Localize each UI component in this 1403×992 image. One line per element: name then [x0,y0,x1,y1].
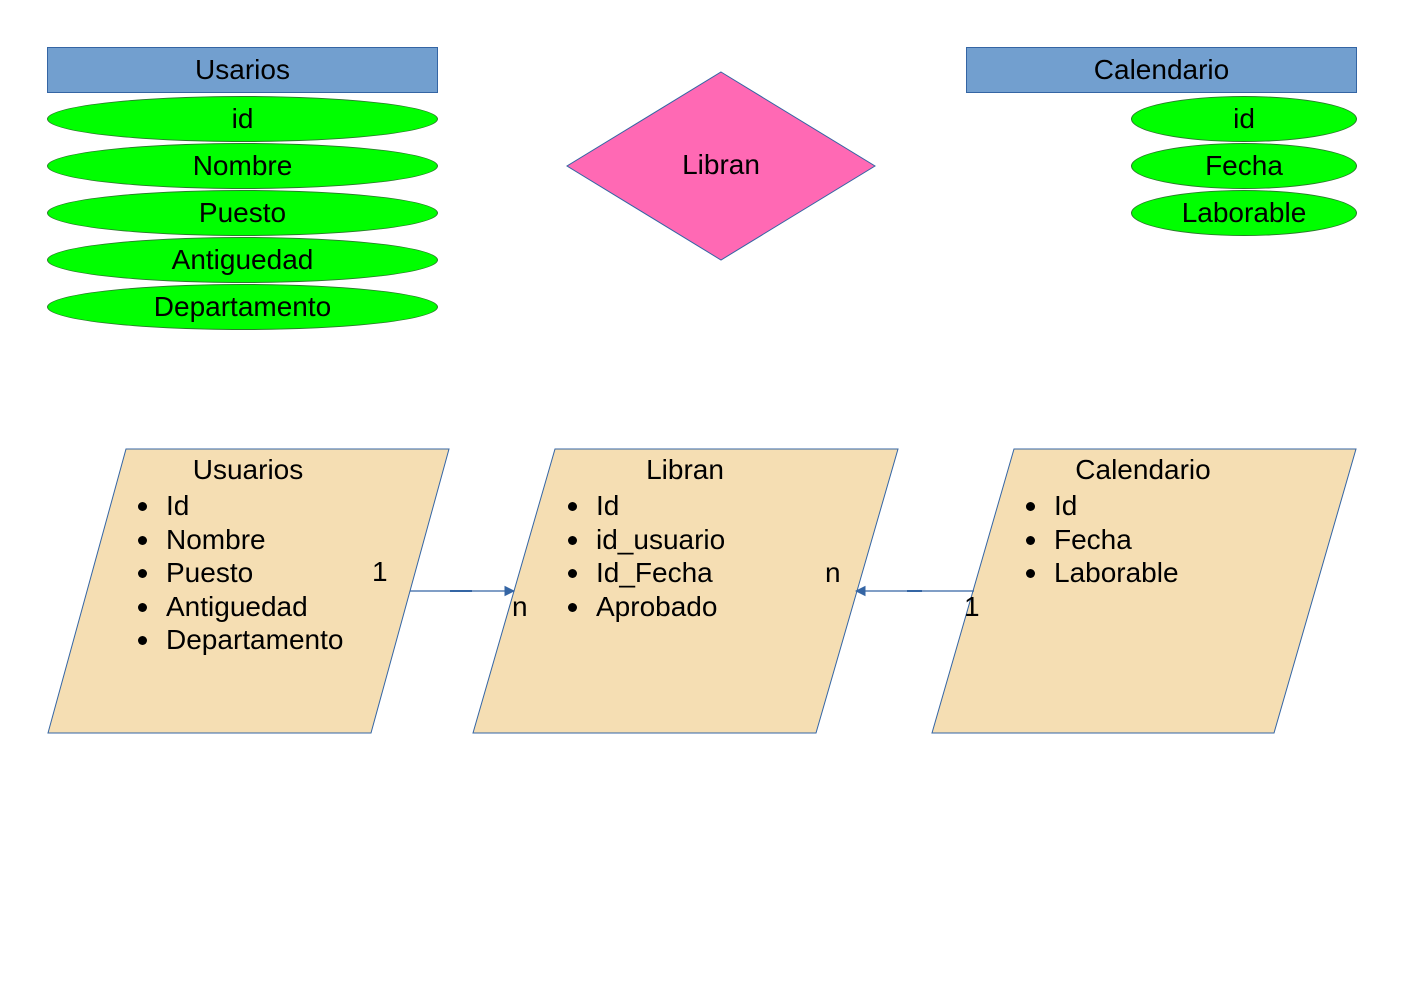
usuarios-attribute-antiguedad: Antiguedad [47,237,438,283]
cardinality-calendario-side: 1 [964,591,980,622]
usuarios-field: Nombre [136,523,343,557]
usuarios-attribute-departamento: Departamento [47,284,438,330]
usuarios-table-title: Usuarios [192,454,304,485]
usuarios-field: Id [136,489,343,523]
libran-relationship-diamond [566,71,876,261]
usuarios-attribute-nombre: Nombre [47,143,438,189]
calendario-attribute-laborable: Laborable [1131,190,1357,236]
usuarios-field: Antiguedad [136,590,343,624]
calendario-table-shape [931,448,1357,734]
calendario-attribute-id: id [1131,96,1357,142]
calendario-entity-header: Calendario [966,47,1357,93]
calendario-attribute-fecha: Fecha [1131,143,1357,189]
libran-table-title: Libran [646,454,724,485]
cardinality-libran-right: n [825,557,841,588]
calendario-field: Fecha [1024,523,1179,557]
usuarios-attribute-puesto: Puesto [47,190,438,236]
libran-relationship-label: Libran [682,149,760,180]
libran-field: Id_Fecha [566,556,725,590]
libran-field: Id [566,489,725,523]
calendario-field-list: Id Fecha Laborable [1024,489,1179,590]
libran-field: Aprobado [566,590,725,624]
calendario-field: Id [1024,489,1179,523]
usuarios-entity-header: Usarios [47,47,438,93]
usuarios-field: Departamento [136,623,343,657]
usuarios-attribute-id: id [47,96,438,142]
usuarios-field-list: Id Nombre Puesto Antiguedad Departamento [136,489,343,657]
usuarios-table-shape [47,448,450,734]
cardinality-libran-left: n [512,591,528,622]
libran-table-shape [472,448,899,734]
calendario-field: Laborable [1024,556,1179,590]
libran-field: id_usuario [566,523,725,557]
cardinality-usuarios-side: 1 [372,556,388,587]
libran-field-list: Id id_usuario Id_Fecha Aprobado [566,489,725,623]
usuarios-field: Puesto [136,556,343,590]
calendario-table-title: Calendario [1075,454,1211,485]
